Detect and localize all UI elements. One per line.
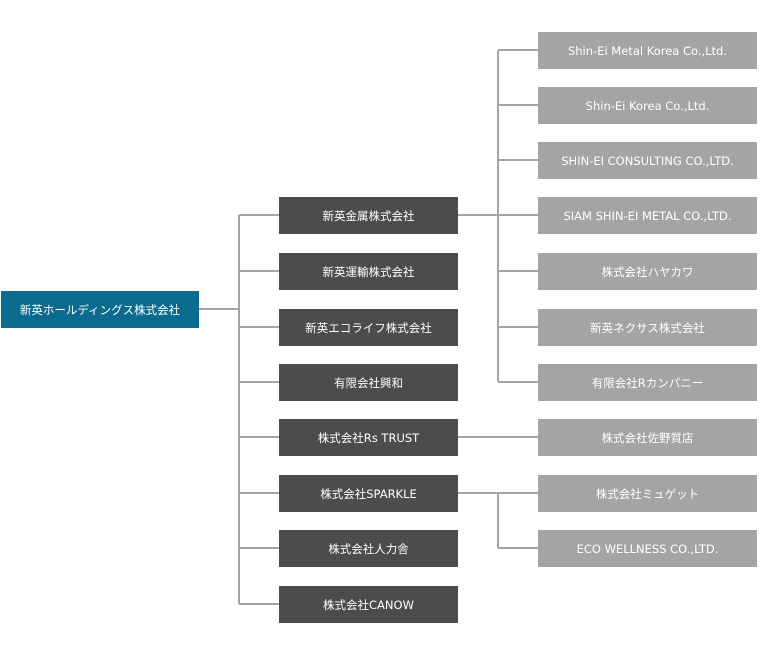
affiliate-label: SHIN-EI CONSULTING CO.,LTD.	[561, 153, 734, 168]
affiliate-label: SIAM SHIN-EI METAL CO.,LTD.	[563, 208, 732, 223]
affiliate-box: 株式会社佐野質店	[538, 419, 757, 456]
affiliate-box: 新英ネクサス株式会社	[538, 309, 757, 346]
subsidiary-label: 新英運輸株式会社	[322, 264, 415, 279]
subsidiary-box: 株式会社CANOW	[279, 586, 458, 623]
subsidiary-box: 新英金属株式会社	[279, 197, 458, 234]
affiliate-label: 株式会社ミュゲット	[595, 486, 700, 501]
subsidiary-label: 新英金属株式会社	[322, 208, 415, 223]
subsidiary-label: 新英エコライフ株式会社	[305, 320, 432, 335]
affiliate-box: 株式会社ミュゲット	[538, 475, 757, 512]
subsidiary-box: 株式会社SPARKLE	[279, 475, 458, 512]
subsidiary-label: 株式会社CANOW	[323, 597, 414, 612]
subsidiary-label: 株式会社Rs TRUST	[317, 430, 420, 445]
affiliate-label: ECO WELLNESS CO.,LTD.	[576, 541, 719, 556]
affiliate-box: SHIN-EI CONSULTING CO.,LTD.	[538, 142, 757, 179]
affiliate-box: Shin-Ei Metal Korea Co.,Ltd.	[538, 32, 757, 69]
root-company-label: 新英ホールディングス株式会社	[19, 302, 181, 317]
subsidiary-label: 有限会社興和	[334, 375, 403, 390]
root-company: 新英ホールディングス株式会社	[1, 291, 199, 328]
affiliate-label: 株式会社ハヤカワ	[601, 264, 694, 279]
affiliate-box: Shin-Ei Korea Co.,Ltd.	[538, 87, 757, 124]
affiliate-box: 有限会社Rカンパニー	[538, 364, 757, 401]
affiliate-label: 新英ネクサス株式会社	[590, 320, 705, 335]
subsidiary-label: 株式会社SPARKLE	[320, 486, 417, 501]
affiliate-label: 有限会社Rカンパニー	[591, 375, 704, 390]
affiliate-label: 株式会社佐野質店	[601, 430, 694, 445]
affiliate-box: SIAM SHIN-EI METAL CO.,LTD.	[538, 197, 757, 234]
affiliate-box: ECO WELLNESS CO.,LTD.	[538, 530, 757, 567]
affiliate-label: Shin-Ei Korea Co.,Ltd.	[585, 98, 710, 113]
subsidiary-box: 有限会社興和	[279, 364, 458, 401]
subsidiary-box: 新英エコライフ株式会社	[279, 309, 458, 346]
affiliate-label: Shin-Ei Metal Korea Co.,Ltd.	[567, 43, 728, 58]
subsidiary-box: 新英運輸株式会社	[279, 253, 458, 290]
subsidiary-box: 株式会社人力舎	[279, 530, 458, 567]
affiliate-box: 株式会社ハヤカワ	[538, 253, 757, 290]
subsidiary-box: 株式会社Rs TRUST	[279, 419, 458, 456]
subsidiary-label: 株式会社人力舎	[328, 541, 409, 556]
